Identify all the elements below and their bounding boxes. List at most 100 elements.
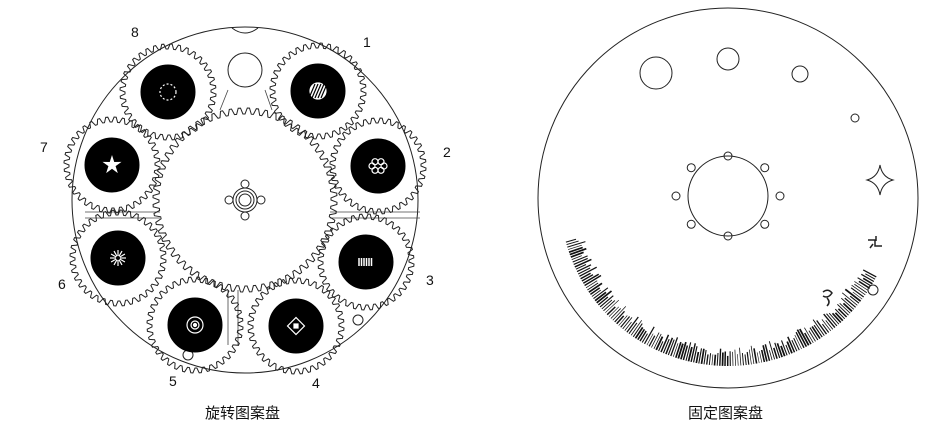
barcode-stripe: [776, 343, 783, 358]
barcode-stripe: [862, 277, 873, 285]
barcode-stripe: [865, 273, 876, 280]
barcode-stripe: [700, 348, 705, 365]
barcode-stripe: [713, 354, 717, 366]
index-hole-large: [227, 52, 263, 88]
barcode-stripe: [837, 303, 849, 316]
barcode-stripe: [658, 341, 664, 352]
barcode-stripe: [706, 354, 709, 365]
gear-number-labels: 1 2 3 4 5 6 7 8: [40, 24, 451, 391]
barcode-stripe: [660, 334, 670, 353]
barcode-stripe: [799, 328, 810, 346]
barcode-stripe: [773, 347, 778, 359]
barcode-stripe: [708, 353, 712, 366]
barcode-stripe: [785, 344, 791, 355]
barcode-stripe: [793, 337, 800, 351]
barcode-stripe-arc: [565, 238, 877, 367]
barcode-stripe: [565, 238, 577, 243]
barcode-stripe: [575, 264, 587, 270]
gobo-pattern-flower: [368, 158, 388, 174]
barcode-stripe: [662, 338, 670, 354]
barcode-stripe: [620, 316, 631, 328]
gobo-gear-8: [119, 43, 217, 141]
barcode-stripe: [634, 326, 644, 339]
barcode-stripe: [698, 348, 703, 364]
center-gear-bolt: [224, 195, 234, 205]
gobo-pattern-burst: [110, 250, 126, 266]
fixed-wheel-center-hole: [687, 155, 769, 237]
barcode-stripe: [796, 329, 808, 347]
barcode-stripe: [787, 336, 796, 353]
barcode-stripe: [825, 320, 834, 330]
barcode-stripe: [850, 287, 865, 298]
fixed-gobo-wheel: [537, 7, 919, 389]
barcode-stripe: [618, 315, 628, 326]
barcode-stripe: [591, 289, 601, 297]
center-bolt: [686, 163, 696, 173]
barcode-stripe: [831, 312, 842, 324]
gear-teeth: [269, 42, 367, 140]
barcode-stripe: [746, 351, 750, 365]
barcode-stripe: [816, 320, 828, 335]
barcode-stripe: [804, 327, 814, 343]
barcode-stripe: [585, 280, 598, 289]
gobo-gear-2: [329, 117, 427, 215]
barcode-stripe: [612, 306, 627, 321]
barcode-stripe: [580, 272, 591, 280]
barcode-stripe: [769, 350, 773, 361]
barcode-stripe: [857, 277, 872, 287]
gear-number-4: 4: [312, 375, 320, 391]
barcode-stripe: [568, 246, 583, 253]
barcode-stripe: [680, 341, 687, 360]
barcode-stripe: [651, 332, 660, 348]
gobo-pattern-square: [286, 316, 306, 336]
gear-teeth: [317, 213, 415, 311]
barcode-stripe: [670, 337, 679, 357]
rotating-gobo-wheel: [63, 26, 427, 375]
barcode-stripe: [667, 339, 675, 356]
barcode-stripe: [672, 343, 679, 357]
center-gear-bolt: [240, 211, 250, 221]
gear-number-6: 6: [58, 276, 66, 292]
barcode-stripe: [823, 313, 836, 329]
gobo-pattern-stripes: [308, 82, 328, 100]
barcode-stripe: [828, 312, 840, 325]
center-bolt: [760, 219, 770, 229]
barcode-stripe: [826, 313, 838, 327]
barcode-stripe: [813, 324, 823, 338]
gear-teeth: [146, 276, 244, 374]
fixed-wheel-outline: [537, 7, 919, 389]
center-gear-bolt: [256, 195, 266, 205]
barcode-stripe: [809, 327, 819, 341]
center-bolt: [760, 163, 770, 173]
barcode-stripe: [646, 333, 654, 346]
barcode-stripe: [597, 296, 609, 306]
gear-number-7: 7: [40, 139, 48, 155]
barcode-stripe: [639, 330, 647, 342]
center-bolt: [686, 219, 696, 229]
barcode-stripe: [622, 317, 633, 330]
barcode-stripe: [764, 344, 771, 361]
barcode-stripe: [780, 340, 788, 356]
barcode-stripe: [741, 352, 744, 366]
gobo-gear-4: [247, 277, 345, 375]
barcode-stripe: [737, 354, 739, 366]
gobo-symbol-shape: [868, 236, 882, 249]
barcode-stripe: [858, 280, 871, 289]
barcode-stripe: [791, 339, 798, 352]
gobo-disc: [350, 138, 406, 194]
barcode-stripe: [589, 287, 601, 296]
barcode-stripe: [577, 267, 591, 275]
barcode-stripe: [774, 342, 781, 359]
barcode-stripe: [739, 347, 742, 366]
barcode-stripe: [570, 251, 584, 258]
barcode-stripe: [665, 337, 674, 355]
barcode-stripe: [854, 281, 869, 291]
barcode-stripe: [768, 341, 776, 360]
barcode-stripe: [719, 348, 722, 366]
rotating-wheel-notch: [231, 27, 259, 34]
barcode-stripe: [844, 288, 862, 302]
barcode-stripe: [760, 349, 766, 363]
barcode-stripe: [837, 308, 848, 318]
barcode-stripe: [842, 302, 853, 312]
barcode-stripe: [630, 320, 643, 336]
